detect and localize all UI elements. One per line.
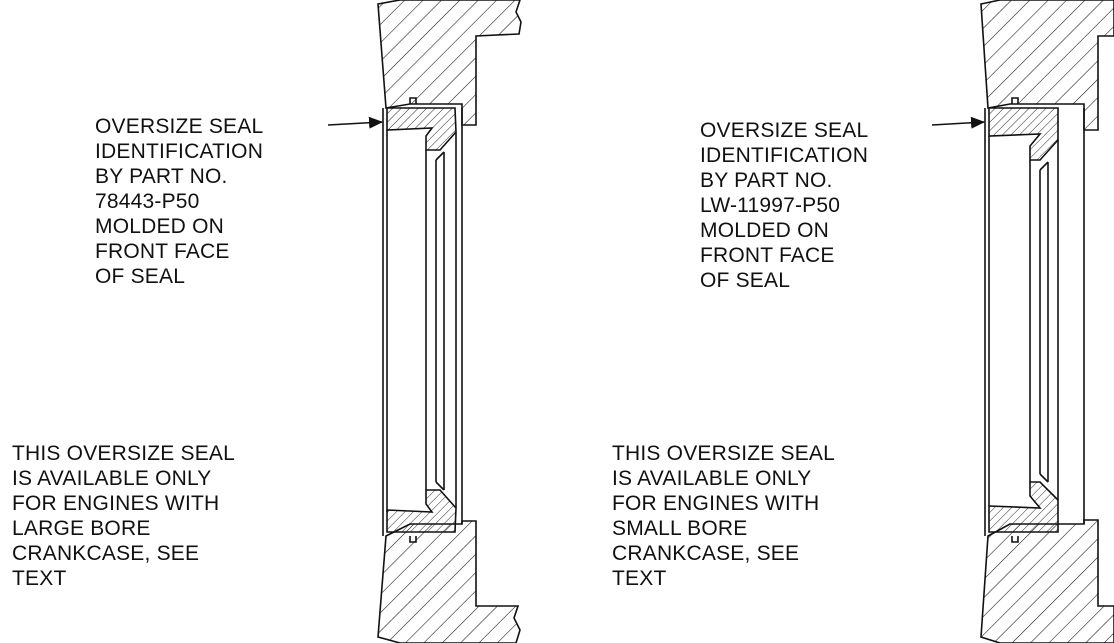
left-callout-arrow [327,116,383,129]
note-line: FRONT FACE [700,244,835,267]
note-line: FRONT FACE [95,240,230,263]
note-line: THIS OVERSIZE SEAL [12,442,235,465]
right-availability-note: THIS OVERSIZE SEAL IS AVAILABLE ONLY FOR… [612,441,835,591]
note-line: BY PART NO. [700,169,833,192]
left-lower-housing [377,520,521,643]
note-line: IS AVAILABLE ONLY [612,467,812,490]
note-line: CRANKCASE, SEE [612,542,800,565]
right-lower-housing [980,519,1114,643]
note-line: TEXT [12,567,67,590]
right-identification-note: OVERSIZE SEAL IDENTIFICATION BY PART NO.… [700,118,868,293]
right-seal-drawing [980,0,1114,643]
note-line: OVERSIZE SEAL [95,115,264,138]
note-line: OF SEAL [700,269,791,292]
part-number: 78443-P50 [95,190,200,213]
right-lower-seal-lip [988,481,1059,533]
left-seal-drawing [377,0,522,643]
left-identification-note: OVERSIZE SEAL IDENTIFICATION BY PART NO.… [95,114,263,289]
note-line: TEXT [612,567,667,590]
right-upper-seal-lip [988,107,1059,161]
note-line: IDENTIFICATION [95,140,264,163]
note-line: FOR ENGINES WITH [12,492,220,515]
note-line: MOLDED ON [95,215,224,238]
note-line: IDENTIFICATION [700,144,869,167]
left-upper-seal-lip [386,107,457,151]
bore-size: SMALL BORE [612,517,748,540]
note-line: THIS OVERSIZE SEAL [612,442,835,465]
note-line: FOR ENGINES WITH [612,492,820,515]
left-availability-note: THIS OVERSIZE SEAL IS AVAILABLE ONLY FOR… [12,441,235,591]
part-number: LW-11997-P50 [700,194,841,217]
left-upper-housing [377,0,522,126]
note-line: OF SEAL [95,265,186,288]
note-line: CRANKCASE, SEE [12,542,200,565]
bore-size: LARGE BORE [12,517,151,540]
left-lower-seal-lip [386,489,457,533]
note-line: MOLDED ON [700,219,829,242]
note-line: IS AVAILABLE ONLY [12,467,212,490]
note-line: OVERSIZE SEAL [700,119,869,142]
note-line: BY PART NO. [95,165,228,188]
right-callout-arrow [931,116,985,129]
